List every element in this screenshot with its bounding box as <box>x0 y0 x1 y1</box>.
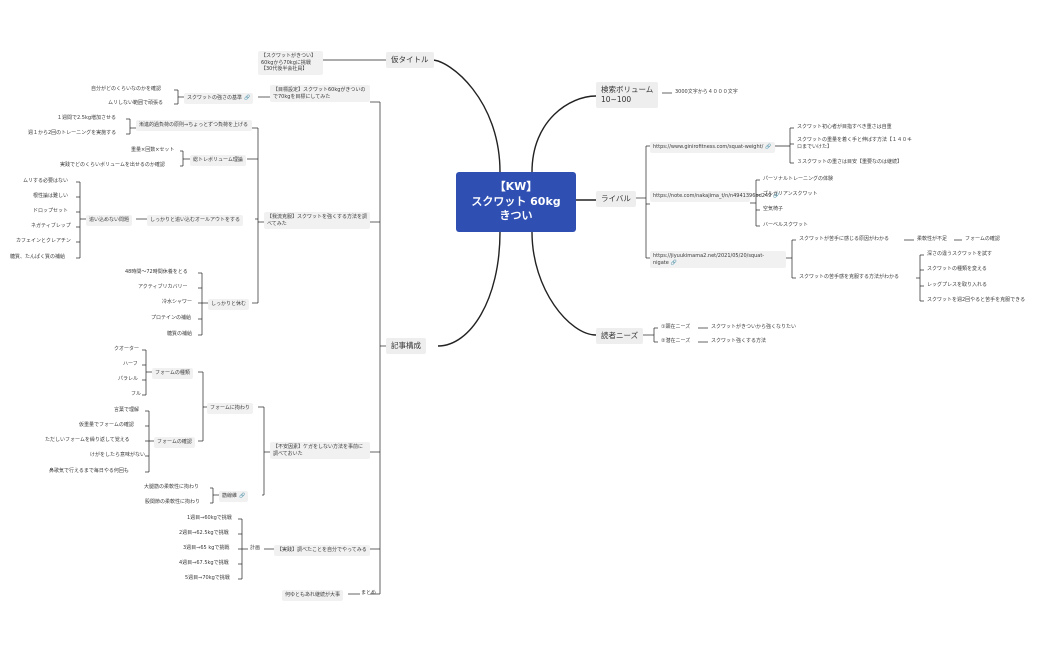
rival-site-3-b-leaf-3[interactable]: レッグプレスを取り入れる <box>927 282 988 288</box>
branch-kensaku[interactable]: 検索ボリューム 10~100 <box>596 82 659 108</box>
rival-site-1-leaf-2[interactable]: スクワットの重量を着く手と伸ばす方法【１４０キロまでいけた】 <box>797 137 913 150</box>
rival-site-3-a-leaf[interactable]: フォームの確認 <box>965 236 1000 242</box>
kensaku-label: 検索ボリューム <box>601 85 654 94</box>
link-icon[interactable]: 🔗 <box>239 493 246 499</box>
link-icon[interactable]: 🔗 <box>773 193 780 199</box>
kari-title-child[interactable]: 【スクワットがきつい】60kgから70kgに挑戦【30代後半会社員】 <box>258 51 323 75</box>
volume-leaf-1[interactable]: 重量×回数×セット <box>131 147 175 153</box>
rest-leaf-5[interactable]: 糖質の補給 <box>167 331 193 337</box>
form-node[interactable]: フォームに拘わり <box>207 403 253 414</box>
rival-site-2[interactable]: https://note.com/nakajima_t/n/n4941396bd… <box>650 191 780 202</box>
fuka-leaf-2[interactable]: 週１から2回のトレーニングを実施する <box>28 130 117 136</box>
volume-leaf-2[interactable]: 実践でどのくらいボリュームを出せるのか確認 <box>60 162 165 168</box>
fuan-node[interactable]: 【不安因素】ケガをしない方法を事前に調べておいた <box>270 442 370 459</box>
rival-site-2-leaf-2[interactable]: ブルガリアンスクワット <box>763 191 818 197</box>
matome-child[interactable]: 何ゆともあれ継続が大事 <box>282 590 344 601</box>
rival-site-1-url: https://www.ginirofitness.com/squat-weig… <box>653 144 764 150</box>
rival-site-2-leaf-3[interactable]: 空気椅子 <box>763 206 784 212</box>
volume-node[interactable]: 総トレボリューム理論 <box>190 155 246 166</box>
rival-site-3-a-child[interactable]: 柔軟性が不足 <box>917 236 948 242</box>
rest-node[interactable]: しっかりと休む <box>208 299 250 310</box>
dokusha-text-1[interactable]: スクワットがきついから強くなりたい <box>711 324 797 330</box>
form-check-node[interactable]: フォームの確認 <box>154 437 195 448</box>
form-type-3[interactable]: パラレル <box>118 376 139 382</box>
rival-site-3-b-leaf-2[interactable]: スクワットの種類を変える <box>927 266 987 272</box>
allout-node[interactable]: しっかりと追い込むオールアウトをする <box>147 215 244 226</box>
form-check-3[interactable]: ただしいフォームを繰り返して覚える <box>45 437 130 443</box>
form-check-1[interactable]: 言葉で理解 <box>114 407 140 413</box>
rest-leaf-3[interactable]: 冷水シャワー <box>162 299 193 305</box>
rival-site-2-url: https://note.com/nakajima_t/n/n4941396bd… <box>653 193 772 199</box>
jissen-node[interactable]: 【実践】調べたことを自分でやってみる <box>274 545 370 556</box>
root-title-line-3: きつい <box>499 209 533 223</box>
allout-leaf-3[interactable]: ドロップセット <box>33 208 69 214</box>
form-type-2[interactable]: ハーフ <box>123 361 138 367</box>
rest-leaf-4[interactable]: プロテインの補給 <box>151 315 192 321</box>
allout-leaf-1[interactable]: ムリする必要はない <box>23 178 69 184</box>
allout-leaf-4[interactable]: ネガティブレップ <box>31 223 71 229</box>
rival-site-3[interactable]: https://jiyuukimama2.net/2021/05/20/squa… <box>650 251 786 268</box>
dokusha-tag-1[interactable]: ①顕在ニーズ <box>661 324 691 330</box>
kinsen-leaf-1[interactable]: 大腿筋の柔軟性に拘わり <box>144 484 200 490</box>
root-title-line-1: 【KW】 <box>494 179 538 193</box>
jissen-leaf-5[interactable]: 5週目⇒70kgで挑戦 <box>185 575 230 581</box>
fuka-leaf-1[interactable]: １週間で2.5kg増加させる <box>57 115 117 121</box>
rival-site-3-a[interactable]: スクワットが苦手に感じる原因がわかる <box>799 236 890 242</box>
form-check-4[interactable]: けがをしたら意味がない <box>90 452 146 458</box>
root-title-line-2: スクワット 60kg <box>471 194 561 208</box>
rival-site-3-b-leaf-4[interactable]: スクワットを週2回やると苦手を克服できる <box>927 297 1026 303</box>
rival-site-2-leaf-1[interactable]: パーソナルトレーニングの体験 <box>763 176 834 182</box>
fuka-node[interactable]: 漸進的過負荷の原則⇒ちょっとずつ負荷を上げる <box>136 120 252 131</box>
goal-child[interactable]: スクワットの強さの基準🔗 <box>184 93 254 104</box>
kinsen-node[interactable]: 筋線維🔗 <box>219 491 249 502</box>
ryuugi-node[interactable]: 【我流克服】スクワットを強くする方法を調べてみた <box>264 212 370 229</box>
goal-leaf-2[interactable]: ムリしない範囲で頑張る <box>108 100 164 106</box>
allout-leaf-6[interactable]: 糖質、たんぱく質の補給 <box>10 254 66 260</box>
allout-child[interactable]: 追い込めない問題 <box>86 215 133 226</box>
jissen-leaf-2[interactable]: 2週目⇒62.5kgで挑戦 <box>179 530 229 536</box>
allout-leaf-2[interactable]: 根性論は難しい <box>33 193 69 199</box>
goal-child-label: スクワットの強さの基準 <box>187 95 243 101</box>
form-check-5[interactable]: 鼻歌気で行えるまで毎日やる何回も <box>49 468 129 474</box>
rest-leaf-1[interactable]: 48時間～72時間休養をとる <box>125 269 188 275</box>
root-topic[interactable]: 【KW】 スクワット 60kg きつい <box>456 172 576 232</box>
branch-rival[interactable]: ライバル <box>596 191 636 207</box>
dokusha-tag-2[interactable]: ②潜在ニーズ <box>661 338 691 344</box>
link-icon[interactable]: 🔗 <box>765 144 772 150</box>
dokusha-text-2[interactable]: スクワット強くする方法 <box>711 338 767 344</box>
branch-kiji-kousei[interactable]: 記事構成 <box>386 338 426 354</box>
rival-site-1-leaf-3[interactable]: ３スクワットの重さは目安【重要なのは継続】 <box>797 159 903 165</box>
branch-kari-title[interactable]: 仮タイトル <box>386 52 434 68</box>
rival-site-3-b-leaf-1[interactable]: 深さの違うスクワットを試す <box>927 251 993 257</box>
link-icon[interactable]: 🔗 <box>670 259 678 266</box>
rival-site-1-leaf-1[interactable]: スクワット初心者が目指すべき重さは自重 <box>797 124 892 130</box>
matome-node[interactable]: まとめ <box>361 590 377 596</box>
jissen-child[interactable]: 計画 <box>250 545 261 551</box>
jissen-leaf-4[interactable]: 4週目⇒67.5kgで挑戦 <box>179 560 229 566</box>
allout-leaf-5[interactable]: カフェインとクレアチン <box>16 238 71 244</box>
rival-site-3-b[interactable]: スクワットの苦手感を克服する方法がわかる <box>799 274 900 280</box>
form-check-2[interactable]: 仮重量でフォームの確認 <box>79 422 134 428</box>
jissen-leaf-1[interactable]: 1週目⇒60kgで挑戦 <box>187 515 232 521</box>
form-type-4[interactable]: フル <box>131 391 142 397</box>
link-icon[interactable]: 🔗 <box>244 95 251 101</box>
rival-site-1[interactable]: https://www.ginirofitness.com/squat-weig… <box>650 142 775 153</box>
kinsen-label: 筋線維 <box>222 493 238 499</box>
form-types-node[interactable]: フォームの種類 <box>152 368 193 379</box>
form-type-1[interactable]: クオーター <box>114 346 140 352</box>
rival-site-2-leaf-4[interactable]: バーベルスクワット <box>763 222 809 228</box>
kensaku-sub: 10~100 <box>601 94 632 104</box>
branch-dokusha[interactable]: 読者ニーズ <box>596 328 644 344</box>
goal-node[interactable]: 【目標設定】スクワット60kgがきついので70kgを目標にしてみた <box>270 85 370 102</box>
rival-site-3-url: https://jiyuukimama2.net/2021/05/20/squa… <box>653 253 765 266</box>
goal-leaf-1[interactable]: 自分がどのくらいなのかを確認 <box>91 86 162 92</box>
kensaku-child[interactable]: 3000文字から４０００文字 <box>675 89 738 95</box>
jissen-leaf-3[interactable]: 3週目⇒65 kgで挑戦 <box>183 545 230 551</box>
kinsen-leaf-2[interactable]: 股関節の柔軟性に拘わり <box>145 499 201 505</box>
rest-leaf-2[interactable]: アクティブリカバリー <box>138 284 188 290</box>
